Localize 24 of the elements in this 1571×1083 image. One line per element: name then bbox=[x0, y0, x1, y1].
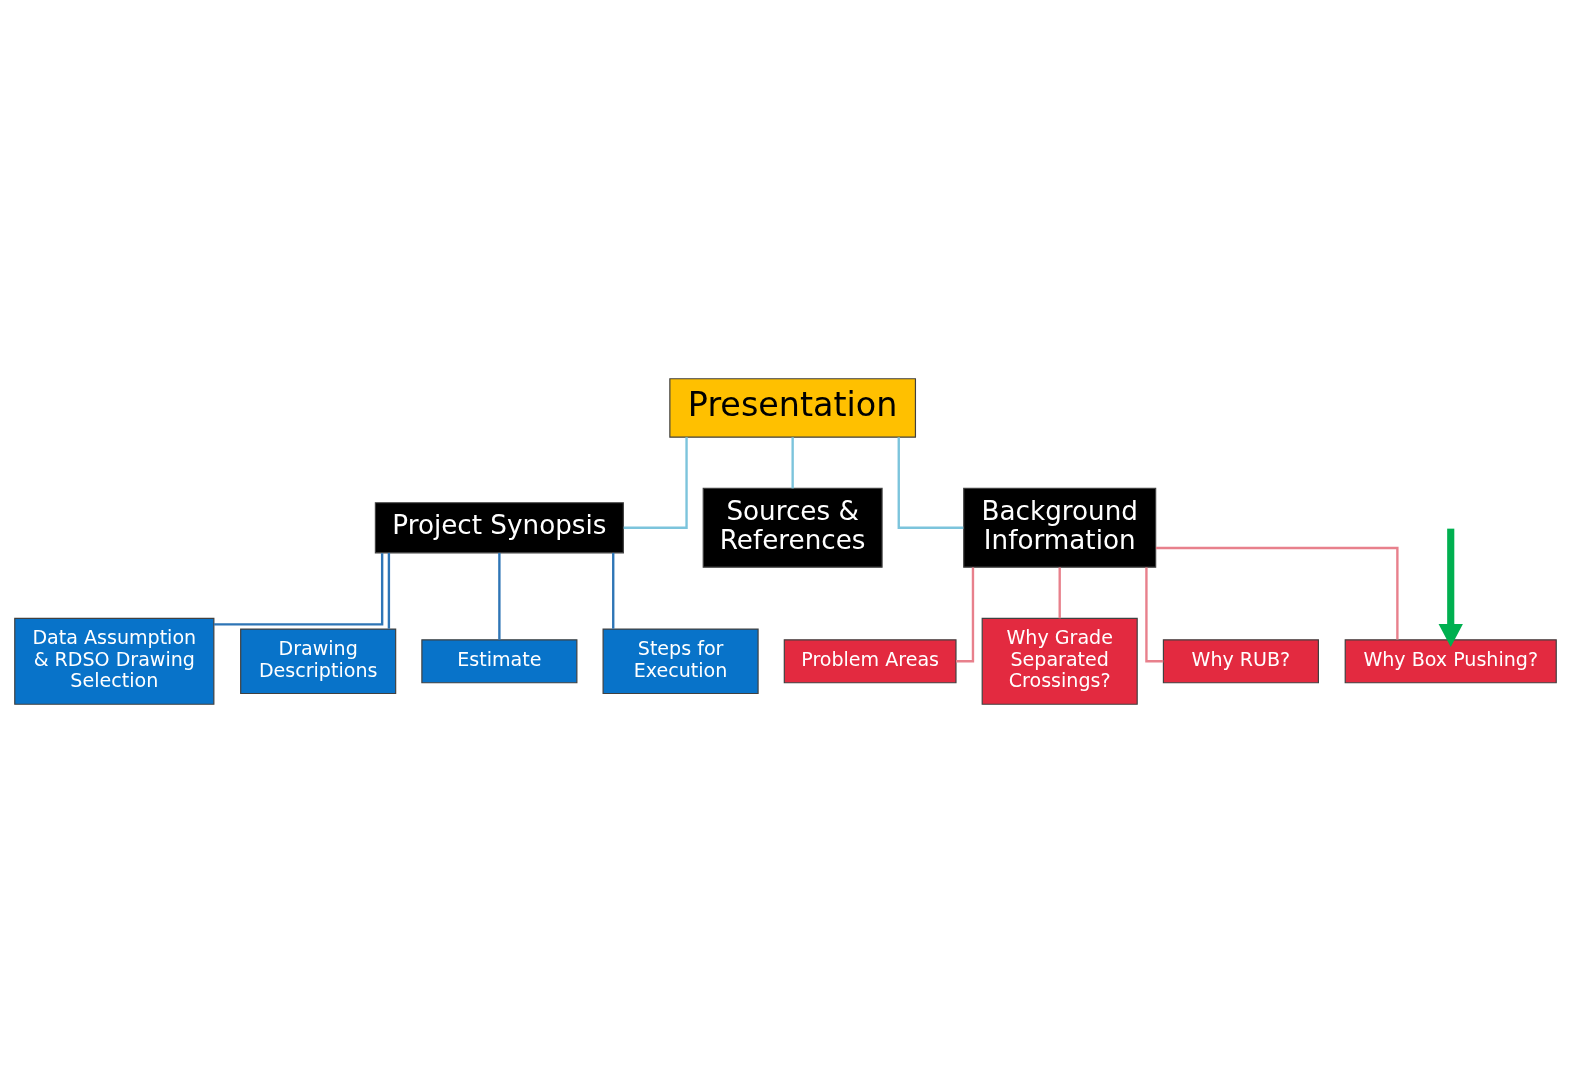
connector bbox=[623, 437, 688, 529]
connector bbox=[612, 552, 615, 629]
node-box: Data Assumption & RDSO Drawing Selection bbox=[14, 617, 215, 705]
node-box: Why Box Pushing? bbox=[1344, 639, 1557, 684]
node-box: Sources & References bbox=[702, 487, 883, 568]
node-box: Problem Areas bbox=[783, 639, 957, 684]
connector bbox=[956, 567, 975, 663]
node-box: Presentation bbox=[669, 378, 917, 438]
arrow bbox=[1438, 528, 1463, 648]
connector bbox=[1156, 546, 1399, 640]
node-box: Drawing Descriptions bbox=[240, 628, 397, 695]
connector bbox=[214, 553, 384, 626]
node-box: Why Grade Separated Crossings? bbox=[981, 617, 1138, 705]
connector bbox=[498, 552, 501, 640]
connector bbox=[1145, 567, 1164, 663]
node-box: Background Information bbox=[963, 487, 1157, 568]
node-box: Steps for Execution bbox=[602, 628, 759, 695]
node-box: Why RUB? bbox=[1162, 639, 1319, 684]
connector bbox=[1058, 567, 1061, 619]
connector bbox=[791, 437, 794, 489]
connector bbox=[387, 552, 391, 629]
node-box: Project Synopsis bbox=[374, 502, 624, 554]
node-box: Estimate bbox=[421, 639, 578, 684]
connector bbox=[897, 437, 964, 529]
